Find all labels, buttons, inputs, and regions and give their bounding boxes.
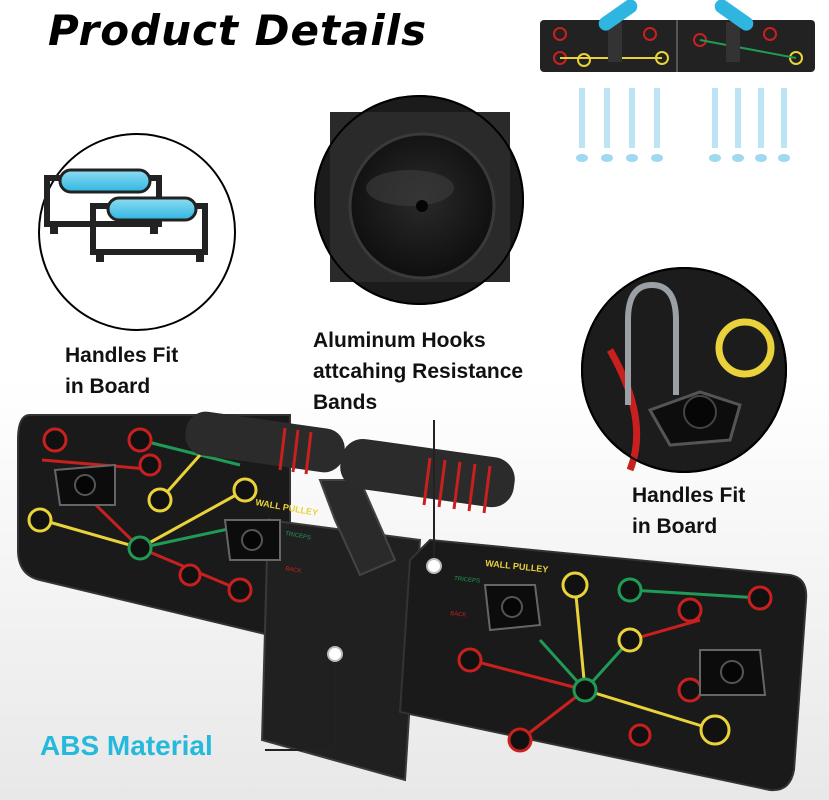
callout-abs-material: ABS Material <box>40 730 213 761</box>
foam-handle-grip <box>185 411 515 514</box>
back-label-left: BACK <box>285 566 302 575</box>
hook-detail-circle <box>581 267 787 473</box>
handles-detail-circle <box>38 133 236 331</box>
hook-marker-dot <box>426 558 442 574</box>
top-board-illustration <box>540 0 815 72</box>
callout-aluminum-hooks: Aluminum Hooks attcahing Resistance Band… <box>313 325 523 418</box>
callout-line: in Board <box>65 375 151 398</box>
abs-marker-dot <box>327 646 343 662</box>
motion-bars <box>576 88 790 162</box>
callout-line: Handles Fit <box>632 484 746 507</box>
callout-line: attcahing Resistance <box>313 360 524 383</box>
suction-cup-detail-circle <box>314 95 524 305</box>
callout-line: Aluminum Hooks <box>313 329 486 352</box>
back-label-right: BACK <box>450 611 467 619</box>
callout-handles-right: Handles Fit in Board <box>632 480 745 542</box>
callout-handles-left: Handles Fit in Board <box>65 340 178 402</box>
page-title: Product Details <box>48 6 428 55</box>
callout-line: Bands <box>313 391 378 414</box>
triceps-label-right: TRICEPS <box>454 576 481 585</box>
triceps-label-left: TRICEPS <box>285 531 312 541</box>
callout-line: Handles Fit <box>65 344 179 367</box>
callout-line: in Board <box>632 515 718 538</box>
pointer-lines <box>265 420 435 751</box>
